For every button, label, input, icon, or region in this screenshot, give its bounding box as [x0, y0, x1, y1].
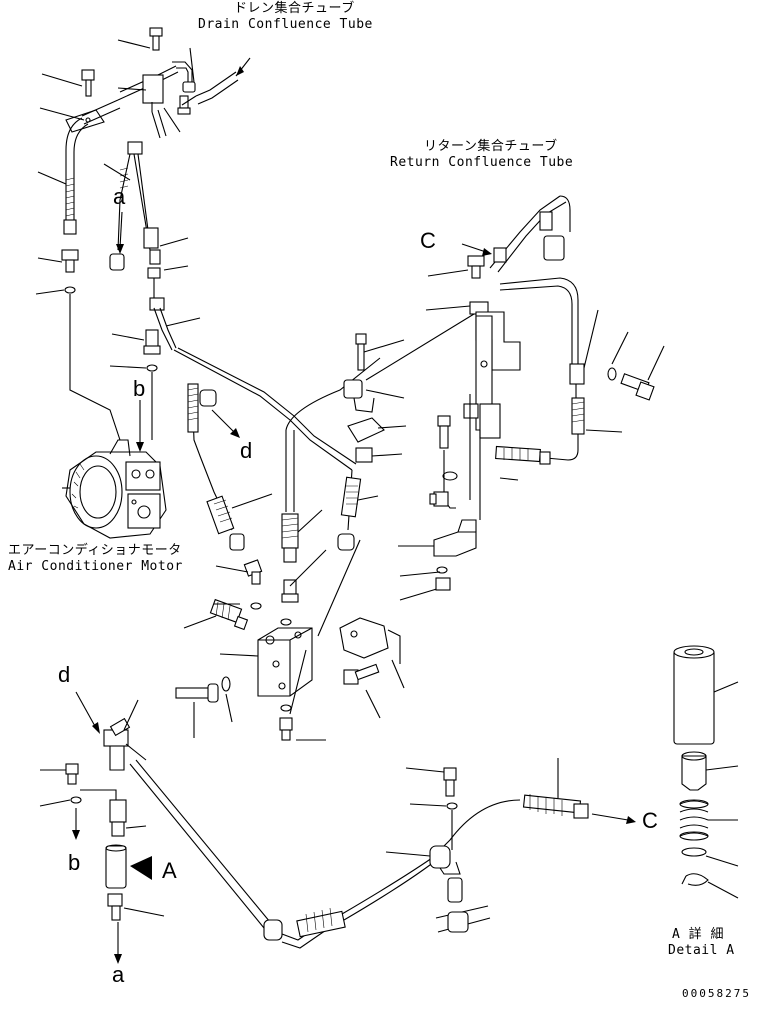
callout-a-bottom: a: [112, 962, 125, 987]
motor-label-en: Air Conditioner Motor: [8, 559, 183, 574]
air-conditioner-motor: [62, 439, 167, 539]
drain-confluence-tube: [61, 27, 239, 441]
callout-c-top: C: [420, 228, 436, 253]
callout-b-bottom: b: [68, 850, 81, 875]
reference-arrows: [72, 47, 636, 964]
detail-a-label-jp: A 詳 細: [672, 927, 724, 942]
callout-c-bottom: C: [642, 808, 658, 833]
drain-tube-label-en: Drain Confluence Tube: [198, 17, 373, 32]
leader-lines-left: [35, 39, 201, 369]
motor-label-jp: エアーコンディショナモータ: [8, 543, 182, 558]
return-confluence-tube: [343, 195, 665, 601]
drain-tube-label-jp: ドレン集合チューブ: [234, 1, 355, 16]
detail-a-parts: [673, 645, 739, 899]
return-tube-label-en: Return Confluence Tube: [390, 155, 574, 170]
return-tube-label-jp: リターン集合チューブ: [424, 139, 558, 154]
bottom-left-assembly: [39, 699, 589, 949]
manifold-block: [175, 559, 401, 741]
drawing-number: 00058275: [682, 987, 751, 1000]
callout-b-top: b: [133, 376, 146, 401]
leader-lines-center: [183, 493, 405, 741]
detail-a-label-en: Detail A: [668, 943, 735, 958]
callout-a-top: a: [113, 184, 126, 209]
center-tubes: [173, 347, 381, 563]
arrow-a-label: A: [162, 858, 177, 883]
callout-d-bottom: d: [58, 662, 71, 687]
callout-d-top: d: [240, 438, 253, 463]
